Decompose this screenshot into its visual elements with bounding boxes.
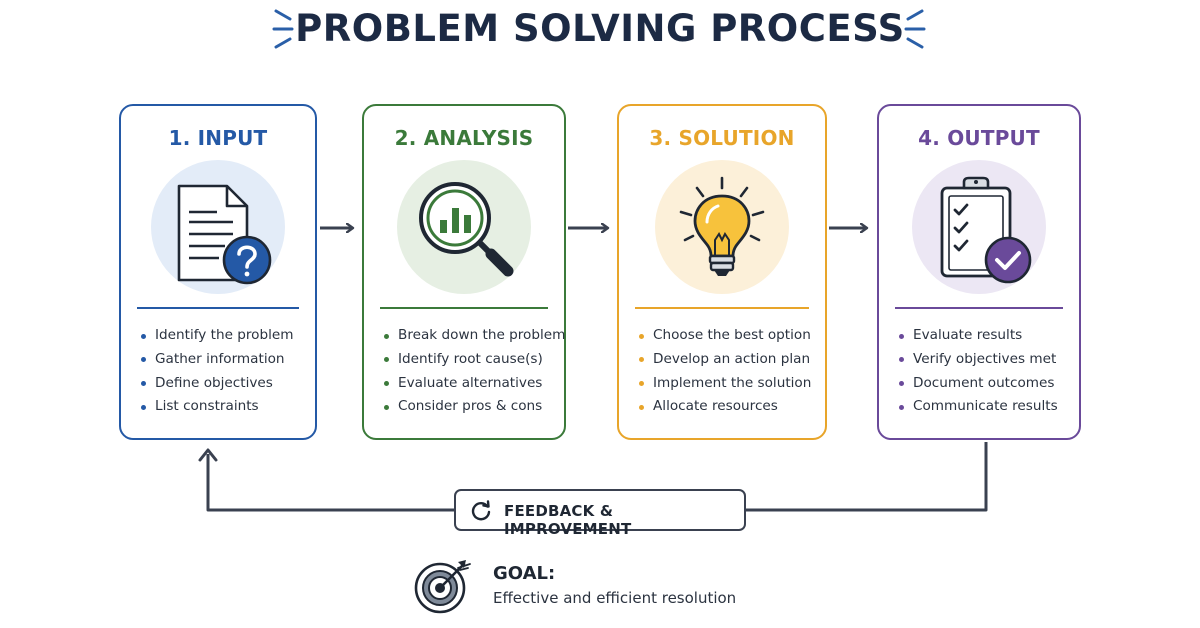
feedback-loop-arrowhead xyxy=(198,448,218,462)
feedback-box: FEEDBACK & IMPROVEMENT xyxy=(454,489,746,538)
card-divider xyxy=(137,307,299,309)
accent-burst-icon xyxy=(904,9,926,49)
step-title: 1. INPUT xyxy=(168,126,268,150)
list-item: Define objectives xyxy=(141,372,305,396)
accent-burst-icon xyxy=(272,9,294,49)
document-question-icon xyxy=(177,184,272,285)
list-item: Evaluate results xyxy=(899,324,1069,348)
list-item: Gather information xyxy=(141,348,305,372)
goal-description: Effective and efficient resolution xyxy=(493,589,737,607)
list-item: Evaluate alternatives xyxy=(384,372,554,396)
list-item: Break down the problem xyxy=(384,324,565,348)
step-card-output: 4. OUTPUT Evaluate results Verify object… xyxy=(877,104,1081,440)
list-item: List constraints xyxy=(141,395,305,419)
icon-circle xyxy=(151,160,285,294)
card-divider xyxy=(380,307,548,309)
card-divider xyxy=(635,307,809,309)
step-title: 3. SOLUTION xyxy=(649,126,795,150)
icon-circle xyxy=(397,160,531,294)
goal-label: GOAL: xyxy=(493,563,556,584)
icon-circle xyxy=(655,160,789,294)
card-divider xyxy=(895,307,1063,309)
step-title: 2. ANALYSIS xyxy=(394,126,534,150)
list-item: Develop an action plan xyxy=(639,348,815,372)
list-item: Identify root cause(s) xyxy=(384,348,554,372)
lightbulb-icon xyxy=(679,176,765,276)
page-title: PROBLEM SOLVING PROCESS xyxy=(295,7,905,50)
magnifier-chart-icon xyxy=(419,182,514,277)
step-card-input: 1. INPUT Identify the problem Gather inf… xyxy=(119,104,317,440)
list-item: Implement the solution xyxy=(639,372,815,396)
clipboard-check-icon xyxy=(940,176,1032,284)
icon-circle xyxy=(912,160,1046,294)
feedback-loop-line xyxy=(206,442,988,512)
list-item: Identify the problem xyxy=(141,324,305,348)
bullet-list: Evaluate results Verify objectives met D… xyxy=(899,324,1069,419)
refresh-icon xyxy=(471,500,491,521)
list-item: Document outcomes xyxy=(899,372,1069,396)
list-item: Choose the best option xyxy=(639,324,815,348)
step-card-solution: 3. SOLUTION xyxy=(617,104,827,440)
bullet-list: Break down the problem Identify root cau… xyxy=(384,324,565,419)
step-title: 4. OUTPUT xyxy=(918,126,1040,150)
list-item: Communicate results xyxy=(899,395,1069,419)
target-icon xyxy=(414,560,471,614)
feedback-label: FEEDBACK & IMPROVEMENT xyxy=(504,502,632,538)
list-item: Verify objectives met xyxy=(899,348,1069,372)
list-item: Allocate resources xyxy=(639,395,815,419)
bullet-list: Identify the problem Gather information … xyxy=(141,324,305,419)
step-card-analysis: 2. ANALYSIS Break down the problem Ident… xyxy=(362,104,566,440)
bullet-list: Choose the best option Develop an action… xyxy=(639,324,815,419)
list-item: Consider pros & cons xyxy=(384,395,554,419)
